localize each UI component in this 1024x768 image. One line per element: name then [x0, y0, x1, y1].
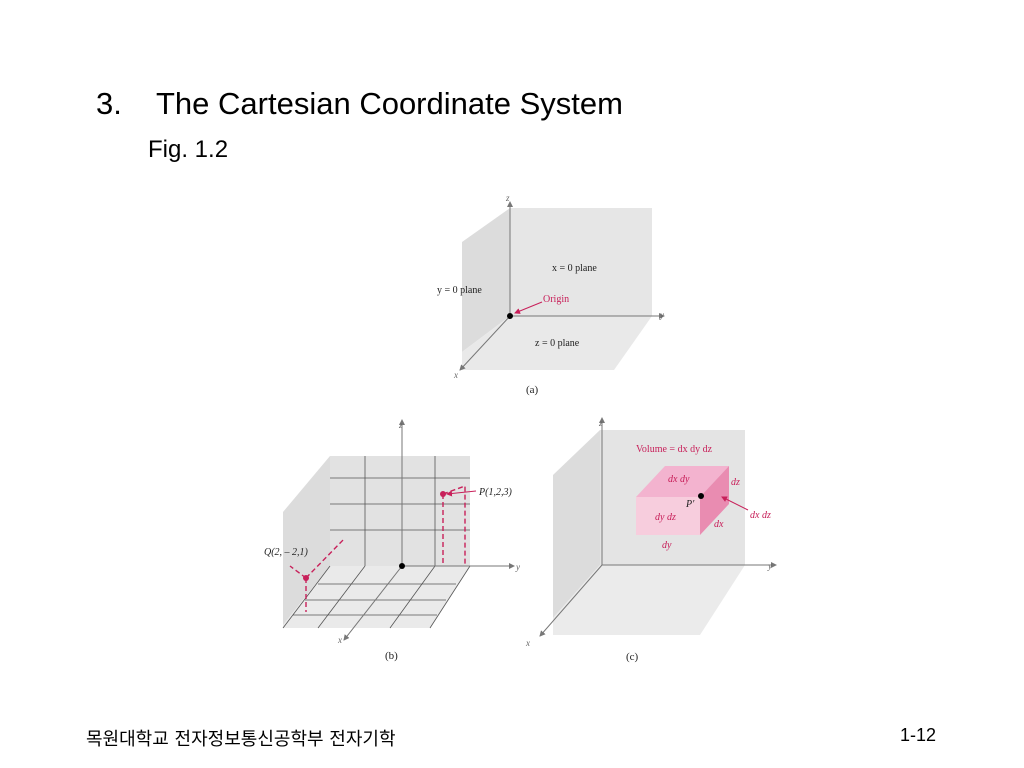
slide-title: 3. The Cartesian Coordinate System [96, 86, 623, 122]
c-floor-plane [553, 565, 745, 635]
b-axis-x-label: x [337, 635, 342, 645]
c-side-plane [553, 430, 600, 618]
b-x-axis [343, 565, 403, 641]
panel-b: z y x P(1,2,3) Q(2, – 2,1) (b) [264, 419, 520, 662]
x-plane [510, 208, 652, 316]
b-origin [399, 563, 405, 569]
p-arrow [446, 490, 477, 497]
point-q-label: Q(2, – 2,1) [264, 547, 309, 558]
c-x-axis [539, 564, 603, 637]
panel-a: z y x x = 0 plane y = 0 plane z = 0 plan… [437, 193, 665, 396]
z-plane [462, 316, 652, 370]
point-p-label: P(1,2,3) [478, 487, 512, 498]
footer-page-number: 1-12 [899, 725, 936, 745]
figure-label: Fig. 1.2 [148, 136, 229, 163]
caption-a: (a) [526, 384, 539, 396]
dxdy-label: dx dy [668, 474, 690, 485]
caption-c: (c) [626, 651, 639, 663]
z-plane-label: z = 0 plane [535, 338, 580, 349]
c-axis-x-label: x [525, 638, 530, 648]
axis-z-label: z [505, 193, 510, 203]
dy-label: dy [662, 540, 672, 551]
b-axis-y-label: y [515, 562, 520, 572]
box-side [700, 466, 729, 535]
axis-y-label: y [659, 310, 664, 320]
p-dashed-lines [442, 485, 466, 566]
box-top [636, 466, 729, 497]
point-p [440, 491, 446, 497]
dydz-label: dy dz [655, 512, 676, 523]
caption-b: (b) [385, 650, 398, 662]
origin-point [507, 313, 513, 319]
origin-label: Origin [543, 294, 569, 305]
b-back-plane [330, 456, 470, 566]
c-axis-y-label: y [767, 561, 772, 571]
dz-label: dz [731, 477, 740, 488]
c-axis-z-label: z [598, 418, 603, 428]
origin-arrow [514, 301, 543, 314]
y-plane-label: y = 0 plane [437, 285, 482, 296]
volume-label: Volume = dx dy dz [636, 444, 713, 455]
b-axis-z-label: z [398, 420, 403, 430]
box-front [636, 497, 700, 535]
b-side-plane [283, 456, 330, 625]
title-text: The Cartesian Coordinate System [156, 86, 623, 121]
dxdz-label: dx dz [750, 510, 771, 521]
footer-course: 목원대학교 전자정보통신공학부 전자기학 [86, 729, 396, 750]
dxdz-arrow [721, 496, 749, 511]
x-axis-line [459, 315, 511, 371]
q-dashed-lines [289, 537, 346, 612]
x-plane-label: x = 0 plane [552, 263, 597, 274]
dx-label: dx [714, 519, 724, 530]
point-p-prime [698, 493, 704, 499]
p-prime-label: P′ [685, 499, 695, 510]
panel-c: z y x Volume = dx dy dz dx dy dy dz dx d… [525, 417, 777, 663]
b-grid [282, 456, 471, 629]
y-plane [462, 208, 510, 352]
point-q [303, 575, 309, 581]
section-number: 3. [96, 86, 122, 121]
axis-x-label: x [453, 370, 458, 380]
